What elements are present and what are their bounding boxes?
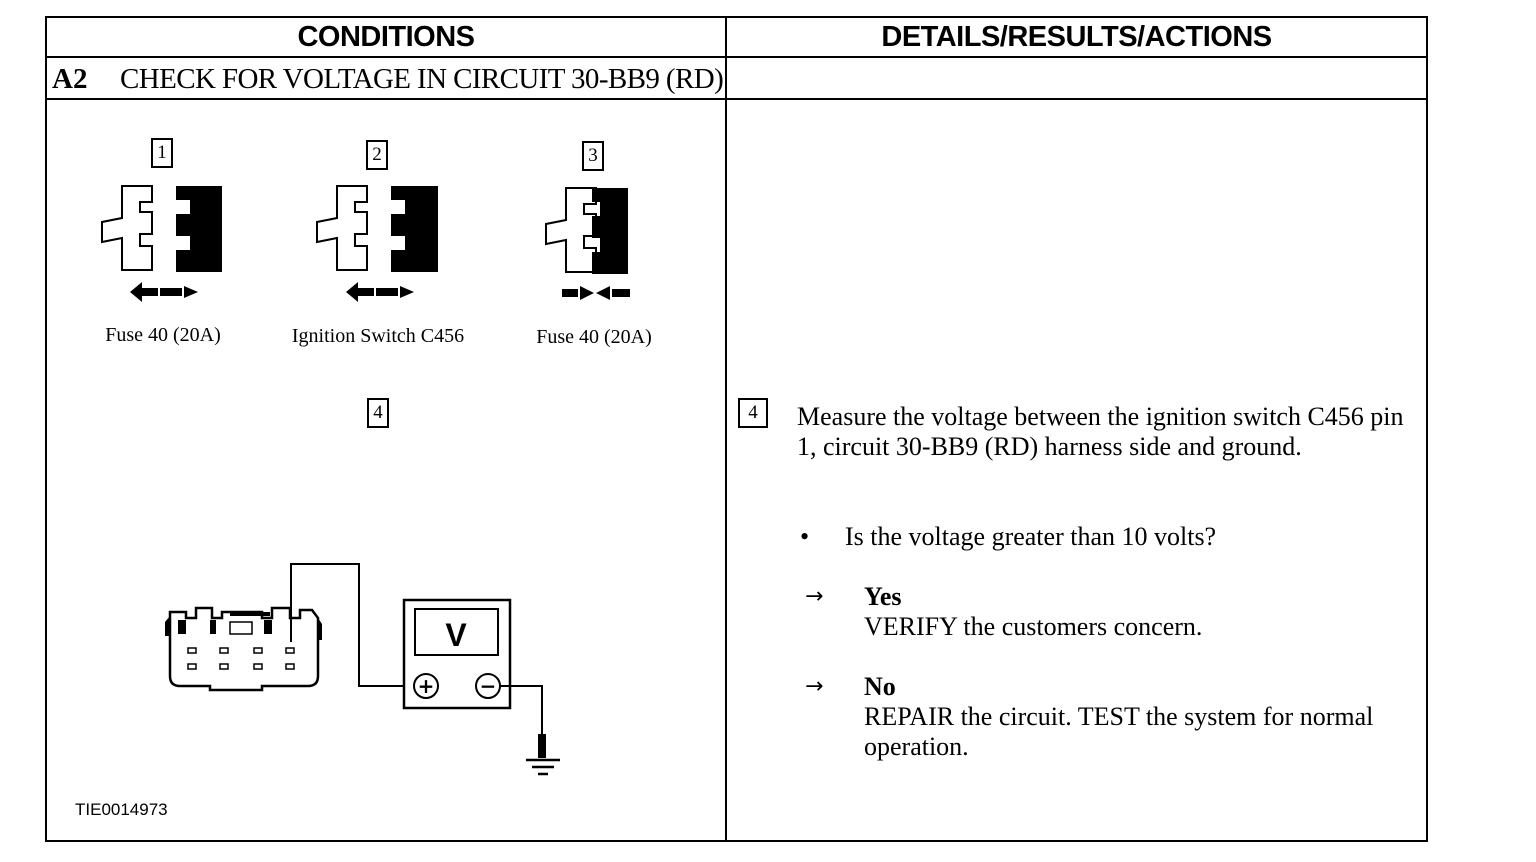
- fuse-install-connector-icon: [545, 187, 630, 300]
- figure-code: TIE0014973: [75, 800, 168, 819]
- caption-3: Fuse 40 (20A): [536, 326, 652, 348]
- question-text: Is the voltage greater than 10 volts?: [845, 522, 1217, 551]
- no-label: No: [864, 672, 896, 701]
- step-title: CHECK FOR VOLTAGE IN CIRCUIT 30-BB9 (RD): [120, 62, 724, 95]
- no-answer: → No REPAIR the circuit. TEST the system…: [805, 672, 1405, 762]
- voltmeter-icon: [402, 598, 512, 710]
- step-number-3: 3: [582, 141, 604, 171]
- yes-action: VERIFY the customers concern.: [864, 612, 1203, 641]
- step-row-divider: [45, 98, 1428, 100]
- fuse-connector-icon: [101, 185, 222, 302]
- minus-terminal: −: [480, 674, 497, 698]
- yes-label: Yes: [864, 582, 902, 611]
- step-number-2: 2: [366, 140, 388, 170]
- step-id: A2: [52, 62, 88, 95]
- step-row: A2 CHECK FOR VOLTAGE IN CIRCUIT 30-BB9 (…: [52, 60, 724, 98]
- meter-label: V: [445, 617, 467, 653]
- procedure-table: [45, 16, 1428, 842]
- details-header: DETAILS/RESULTS/ACTIONS: [881, 20, 1272, 53]
- arrow-right-icon: →: [805, 584, 824, 609]
- bullet-icon: •: [800, 522, 810, 551]
- no-action: REPAIR the circuit. TEST the system for …: [864, 702, 1374, 761]
- caption-2: Ignition Switch C456: [291, 325, 465, 347]
- column-divider: [725, 16, 727, 842]
- detail-step-number: 4: [738, 398, 768, 428]
- header-divider: [45, 56, 1428, 58]
- question-row: • Is the voltage greater than 10 volts?: [800, 522, 1216, 552]
- plus-terminal: +: [418, 674, 435, 698]
- step-number-1: 1: [151, 138, 173, 168]
- conditions-header: CONDITIONS: [297, 20, 475, 53]
- instruction-text: Measure the voltage between the ignition…: [797, 402, 1404, 461]
- step-number-4: 4: [367, 398, 389, 428]
- arrow-right-icon: →: [805, 674, 824, 699]
- ground-icon: [500, 685, 560, 776]
- yes-answer: → Yes VERIFY the customers concern.: [805, 582, 1202, 642]
- caption-1: Fuse 40 (20A): [105, 324, 221, 346]
- harness-connector-icon: [165, 563, 404, 692]
- ignition-switch-connector-icon: [316, 185, 438, 302]
